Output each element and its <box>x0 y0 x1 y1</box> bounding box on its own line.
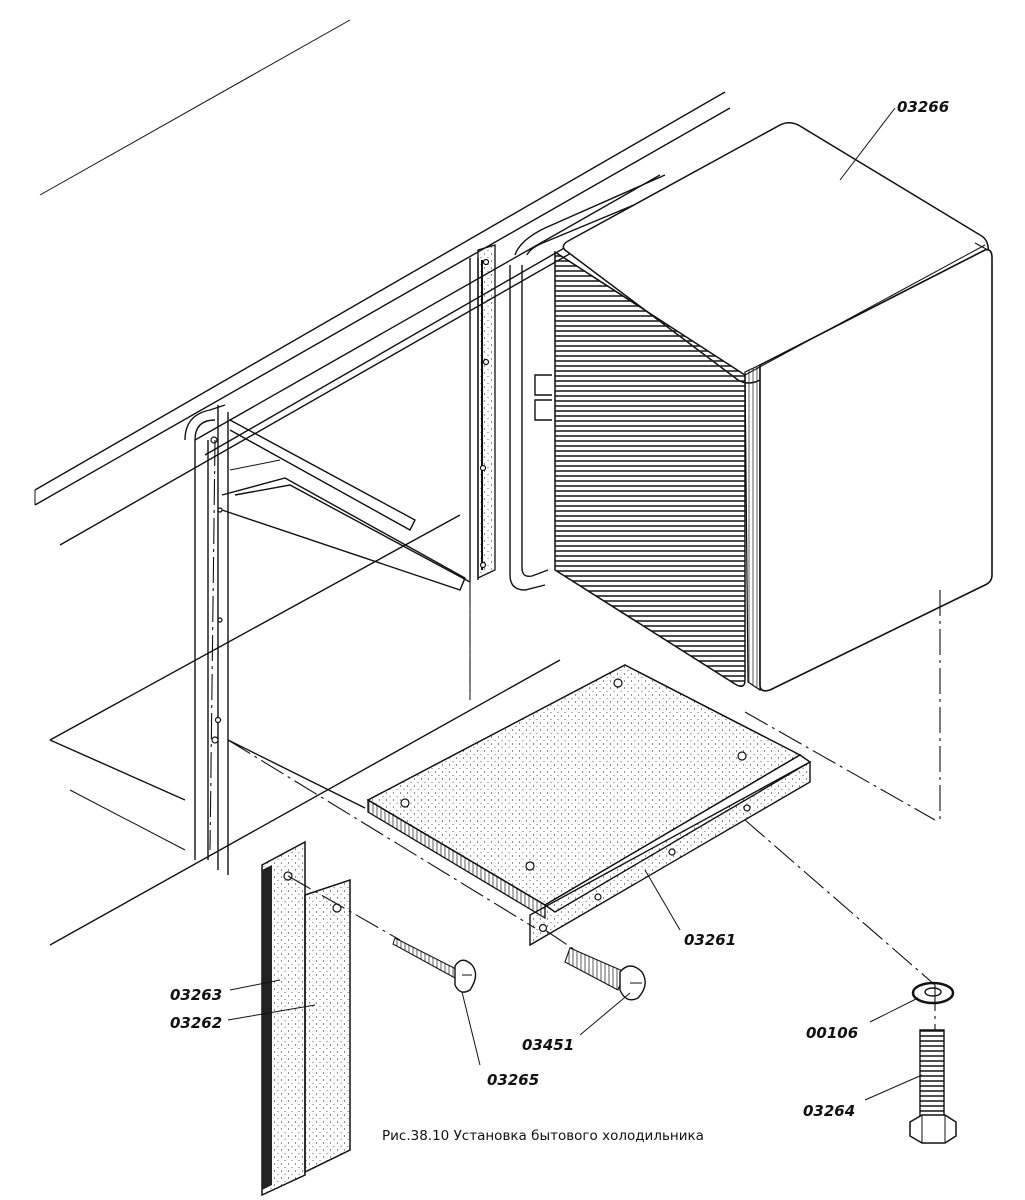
refrigerator <box>534 122 993 692</box>
washer <box>911 981 955 1005</box>
label-washer: 00106 <box>806 1024 858 1042</box>
label-fridge: 03266 <box>897 98 949 116</box>
label-rail-inner: 03262 <box>170 1014 222 1032</box>
label-shelf-bracket: 03261 <box>684 931 736 949</box>
label-wood-screw: 03265 <box>487 1071 539 1089</box>
bracket-screw <box>564 947 646 1001</box>
label-bolt: 03264 <box>803 1102 855 1120</box>
label-rail-outer: 03263 <box>170 986 222 1004</box>
figure-caption: Рис.38.10 Установка бытового холодильник… <box>382 1128 704 1144</box>
label-bracket-screw: 03451 <box>522 1036 574 1054</box>
bolt <box>909 1029 957 1144</box>
shelf-bracket <box>366 664 812 947</box>
wood-screw <box>392 937 477 993</box>
cabinet-structure <box>34 19 731 946</box>
side-rails <box>261 840 351 1197</box>
leader-lines <box>227 107 923 1101</box>
assembly-centerlines <box>209 439 941 1030</box>
